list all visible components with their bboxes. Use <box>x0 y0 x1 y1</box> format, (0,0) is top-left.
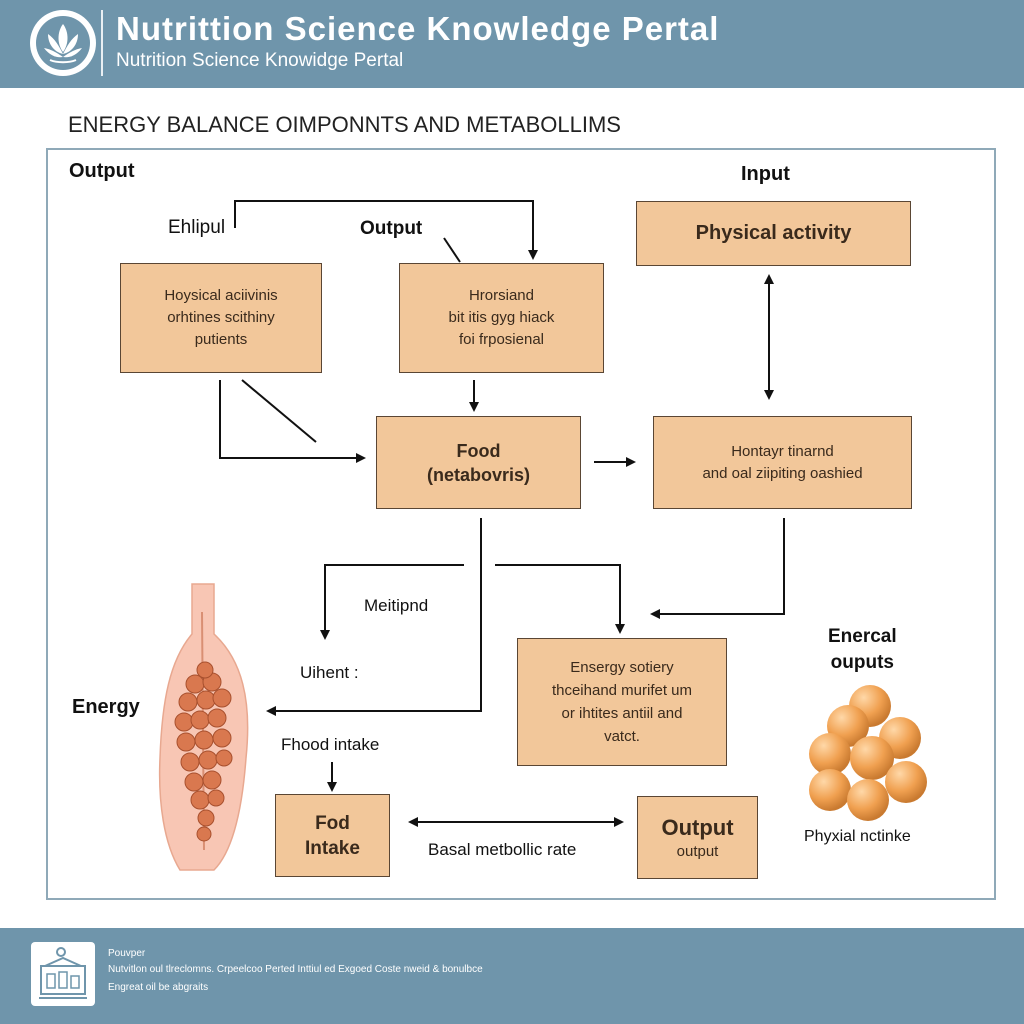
label-basal-metabolic-rate: Basal metbollic rate <box>428 840 577 859</box>
box-physical-activity: Physical activity <box>636 201 911 266</box>
stomach-illustration-icon <box>150 582 260 874</box>
label-phyxial-nctinke: Phyxial nctinke <box>804 828 911 845</box>
box-food-metabolism: Food (netabovris) <box>376 416 581 509</box>
label-output-top: Output <box>69 160 135 182</box>
portal-subtitle: Nutrition Science Knowidge Pertal <box>116 50 404 71</box>
header-divider <box>101 10 103 76</box>
label-ehlipul: Ehlipul <box>168 217 226 238</box>
label-enercal-outputs: Enercal ouputs <box>828 626 897 673</box>
lotus-icon <box>30 10 96 76</box>
box-output-sub: output <box>676 842 719 860</box>
energy-spheres-icon <box>804 682 930 822</box>
label-input-top: Input <box>741 163 790 185</box>
footer-line-2: Nutvitlon oul tlreclomns. Crpeelcoo Pert… <box>108 964 483 975</box>
box-output: Output output <box>637 796 758 879</box>
box-food-metabolism-text: Food (netabovris) <box>426 440 531 485</box>
box-fod-intake: Fod Intake <box>275 794 390 877</box>
diagram-title: ENERGY BALANCE OIMPONNTS AND METABOLLIMS <box>68 112 621 137</box>
box-hoysical: Hoysical aciivinis orhtines scithiny put… <box>120 263 322 373</box>
header-bar <box>0 0 1024 88</box>
box-ensergy-text: Ensergy sotiery thceihand murifet um or … <box>551 659 693 745</box>
box-output-title: Output <box>661 814 734 840</box>
label-output-mid: Output <box>360 218 423 239</box>
label-energy: Energy <box>72 696 140 718</box>
box-hontayr: Hontayr tinarnd and oal ziipiting oashie… <box>653 416 912 509</box>
footer-line-3: Engreat oil be abgraits <box>108 982 209 993</box>
label-meitipnd: Meitipnd <box>364 596 429 615</box>
nutrition-lab-icon <box>31 942 95 1006</box>
box-physical-activity-text: Physical activity <box>695 222 852 244</box>
footer-line-1: Pouvper <box>108 948 146 959</box>
box-hrorsiand-text: Hrorsiand bit itis gyg hiack foi frposie… <box>448 287 555 348</box>
portal-title: Nutrittion Science Knowledge Pertal <box>116 10 720 47</box>
box-hontayr-text: Hontayr tinarnd and oal ziipiting oashie… <box>702 442 863 482</box>
box-ensergy: Ensergy sotiery thceihand murifet um or … <box>517 638 727 766</box>
box-fod-intake-text: Fod Intake <box>305 812 360 859</box>
label-uihent: Uihent : <box>300 663 359 682</box>
footer-bar <box>0 928 1024 1024</box>
box-hrorsiand: Hrorsiand bit itis gyg hiack foi frposie… <box>399 263 604 373</box>
box-hoysical-text: Hoysical aciivinis orhtines scithiny put… <box>164 287 278 348</box>
label-fhood-intake: Fhood intake <box>281 735 380 754</box>
